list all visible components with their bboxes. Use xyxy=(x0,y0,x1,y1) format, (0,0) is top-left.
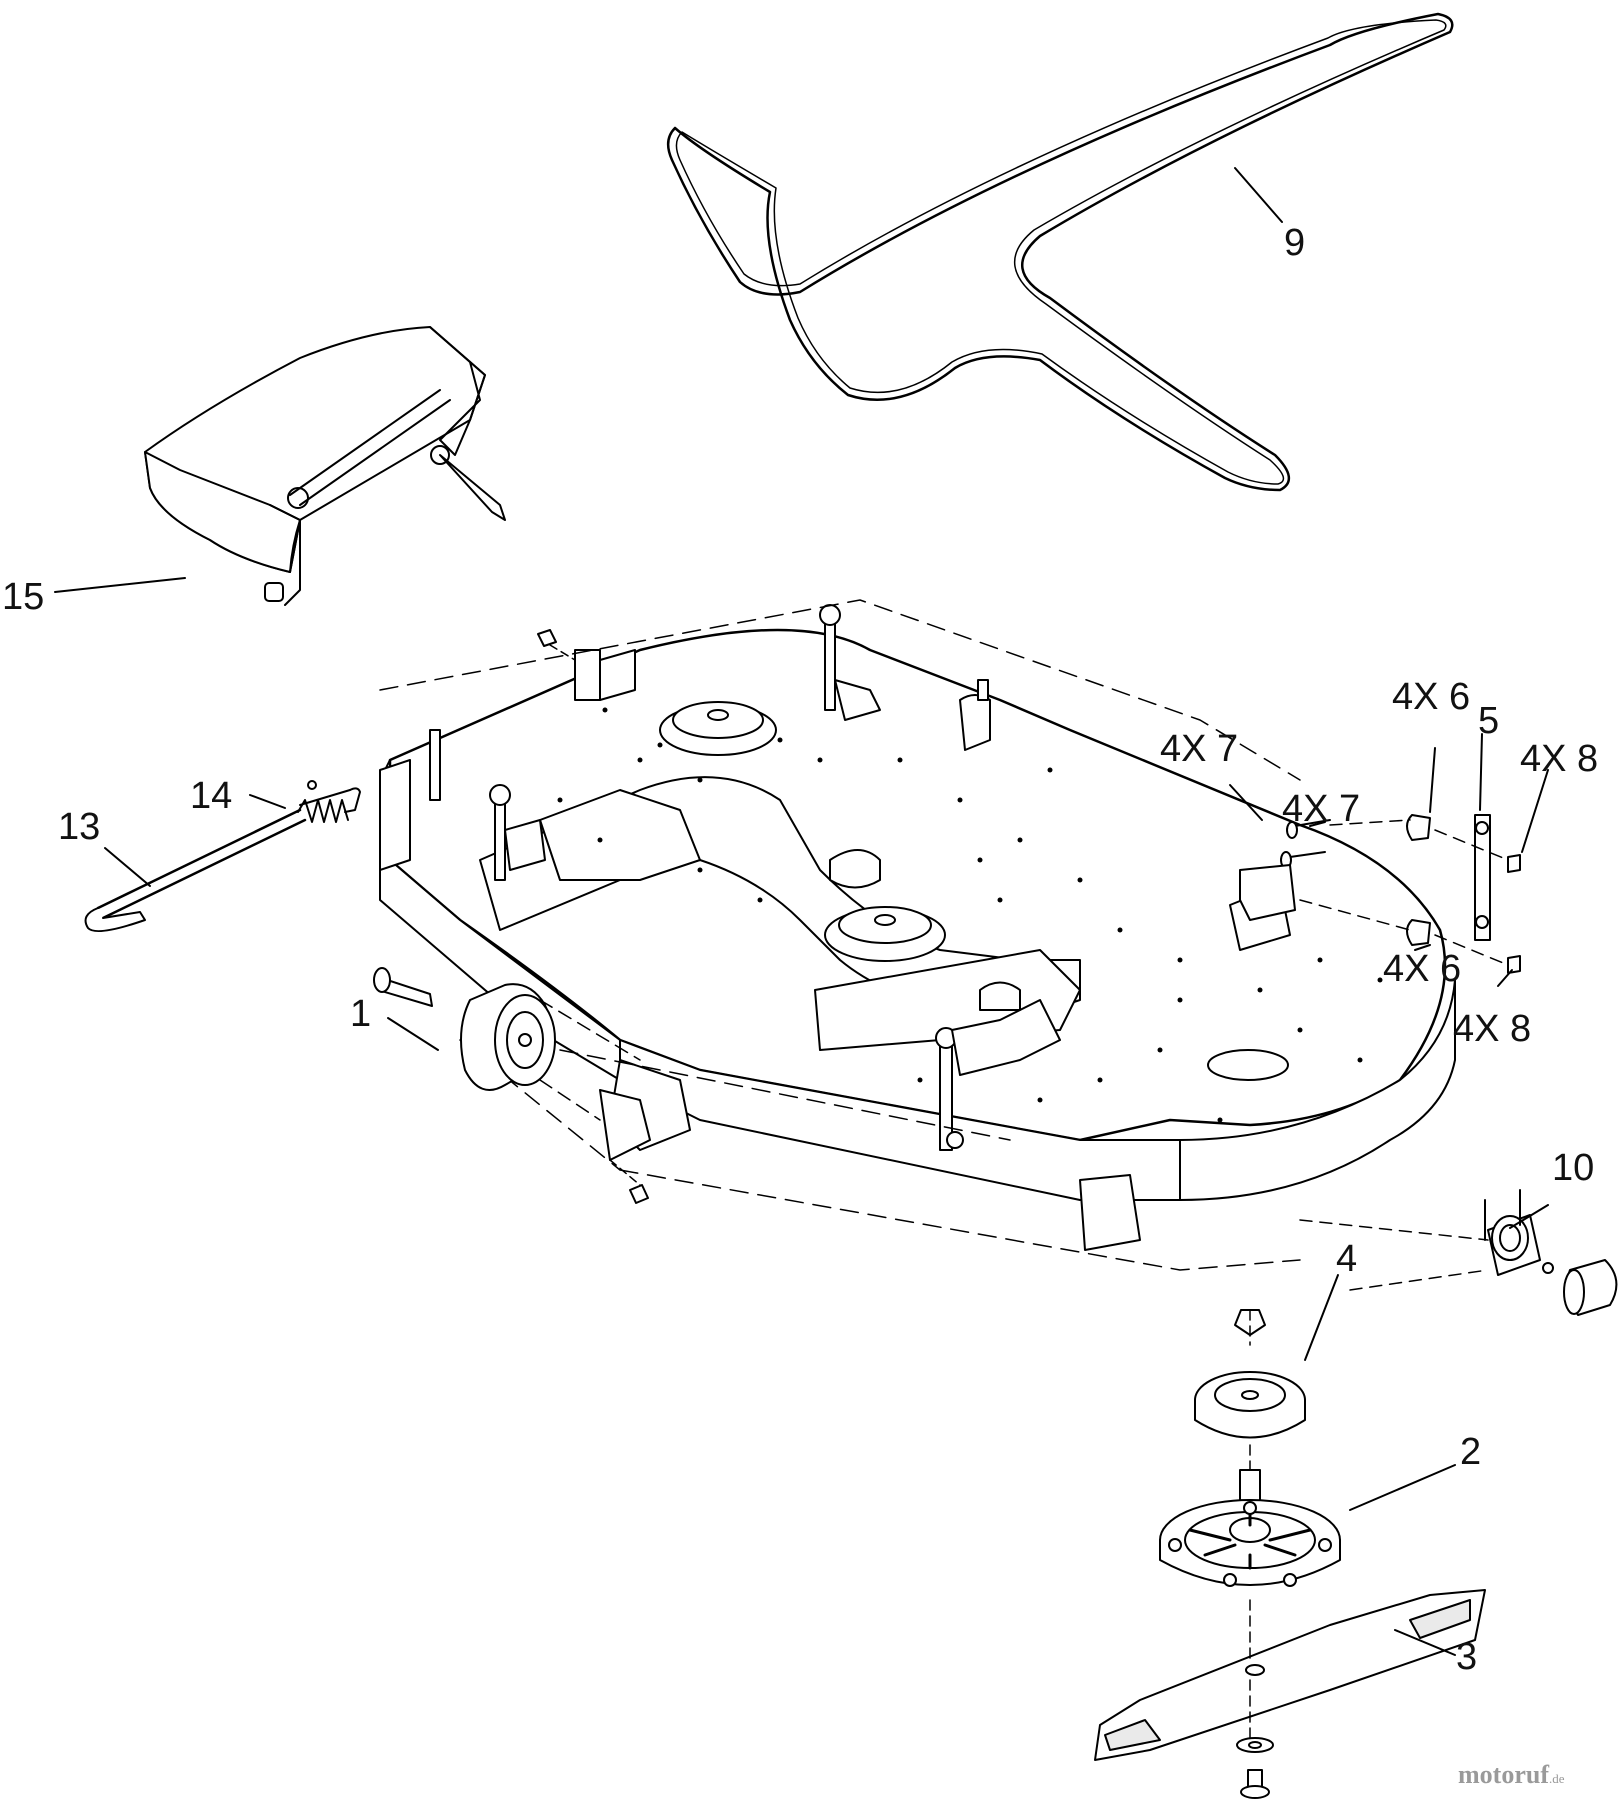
callout-1: 1 xyxy=(350,993,372,1035)
deck-bracket-left-rear xyxy=(574,649,636,701)
callout-4x8-bot: 4X 8 xyxy=(1453,1008,1532,1050)
mower-deck xyxy=(379,599,1456,1271)
callout-leader-lines xyxy=(54,167,1549,1656)
callout-4x6-bot: 4X 6 xyxy=(1383,948,1462,990)
idler-spring xyxy=(297,780,361,823)
watermark-logo: motoruf.de xyxy=(1458,1762,1565,1788)
discharge-chute xyxy=(144,326,506,606)
deck-bracket-side-left xyxy=(379,729,441,871)
idler-rod xyxy=(84,808,307,933)
callout-4x6-top: 4X 6 xyxy=(1392,676,1471,718)
callout-9: 9 xyxy=(1284,222,1306,264)
callout-4x7-mid: 4X 7 xyxy=(1282,788,1361,830)
watermark-suffix: .de xyxy=(1548,1771,1565,1786)
callout-5: 5 xyxy=(1478,700,1500,742)
watermark-name: motoruf xyxy=(1458,1760,1549,1789)
deck-bracket-front-left xyxy=(599,1059,691,1161)
callout-4: 4 xyxy=(1336,1238,1358,1280)
callout-15: 15 xyxy=(2,576,45,618)
callout-10: 10 xyxy=(1552,1147,1595,1189)
deck-pulley-center xyxy=(824,906,946,962)
deck-bracket-left xyxy=(489,784,546,881)
deck-bracket-front-center xyxy=(1079,1174,1141,1251)
callout-14: 14 xyxy=(190,775,233,817)
callout-2: 2 xyxy=(1460,1431,1482,1473)
anti-scalp-roller xyxy=(1299,1189,1618,1316)
hardware-nut-rear xyxy=(537,629,576,661)
deck-bracket-rear-center xyxy=(819,604,881,721)
deck-mounting-holes xyxy=(557,707,1383,1123)
callout-13: 13 xyxy=(58,806,101,848)
callout-4x7-top: 4X 7 xyxy=(1160,728,1239,770)
drive-belt xyxy=(666,12,1454,492)
spindle-pulley xyxy=(1194,1309,1306,1439)
deck-pulley-left xyxy=(659,701,777,756)
mower-blade xyxy=(1094,1309,1486,1799)
hardware-nut-front xyxy=(609,1159,649,1204)
callout-4x8-top: 4X 8 xyxy=(1520,738,1599,780)
spindle-housing xyxy=(1159,1469,1341,1587)
callout-3: 3 xyxy=(1456,1636,1478,1678)
gauge-wheel xyxy=(373,967,641,1121)
deck-bracket-front-right xyxy=(935,999,1061,1151)
hardware-idler-arm xyxy=(1239,814,1521,974)
